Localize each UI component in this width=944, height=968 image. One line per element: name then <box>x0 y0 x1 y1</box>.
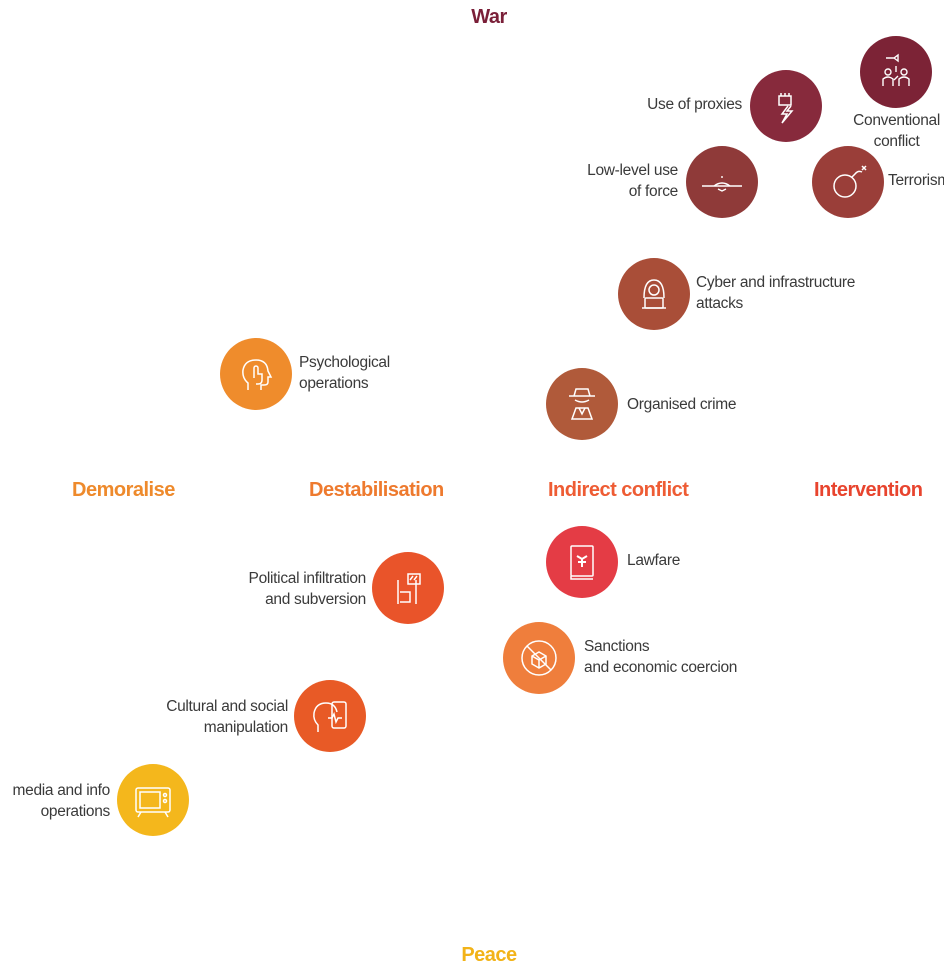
bomb-icon <box>833 165 867 198</box>
node-sanctions <box>503 622 575 694</box>
spy-icon <box>569 388 595 420</box>
node-political-infiltration <box>372 552 444 624</box>
label-organised-crime: Organised crime <box>627 396 737 413</box>
label-political-infiltration: Political infiltration and subversion <box>248 570 367 608</box>
label-conventional-conflict: Conventional conflict <box>853 112 940 150</box>
node-lawfare <box>546 526 618 598</box>
node-organised-crime <box>546 368 618 440</box>
node-low-level-force <box>686 146 758 218</box>
protest-icon <box>397 573 421 604</box>
node-use-of-proxies <box>750 70 822 142</box>
node-terrorism <box>812 146 884 218</box>
drone-icon <box>702 176 742 192</box>
scale-label-destabilisation: Destabilisation <box>305 478 448 502</box>
fist-lightning-icon <box>778 93 794 124</box>
label-use-of-proxies: Use of proxies <box>647 96 742 113</box>
label-sanctions: Sanctions and economic coercion <box>584 638 738 676</box>
scale-label-intervention: Intervention <box>810 478 927 502</box>
head-hand-icon <box>242 359 273 390</box>
scale-label-indirect-conflict: Indirect conflict <box>544 478 693 502</box>
tv-icon <box>135 787 171 818</box>
label-psychological-operations: Psychological operations <box>299 354 390 392</box>
node-conventional-conflict <box>860 36 932 108</box>
soldiers-icon <box>882 53 910 86</box>
no-box-icon <box>521 640 557 676</box>
label-terrorism: Terrorism <box>888 172 944 189</box>
head-phone-icon <box>313 701 347 732</box>
label-low-level-force: Low-level use of force <box>587 162 678 200</box>
scale-label-demoralise: Demoralise <box>68 478 179 502</box>
label-cyber-attacks: Cyber and infrastructure attacks <box>696 274 856 312</box>
node-psychological-operations <box>220 338 292 410</box>
node-cyber-attacks <box>618 258 690 330</box>
node-cultural-manipulation <box>294 680 366 752</box>
axis-label-peace: Peace <box>461 944 517 966</box>
node-media-info-operations <box>117 764 189 836</box>
label-cultural-manipulation: Cultural and social manipulation <box>166 698 288 736</box>
axis-label-war: War <box>471 6 507 28</box>
label-lawfare: Lawfare <box>627 552 681 569</box>
law-book-icon <box>570 545 594 580</box>
label-media-info-operations: media and info operations <box>12 782 111 820</box>
hacker-icon <box>642 279 666 309</box>
